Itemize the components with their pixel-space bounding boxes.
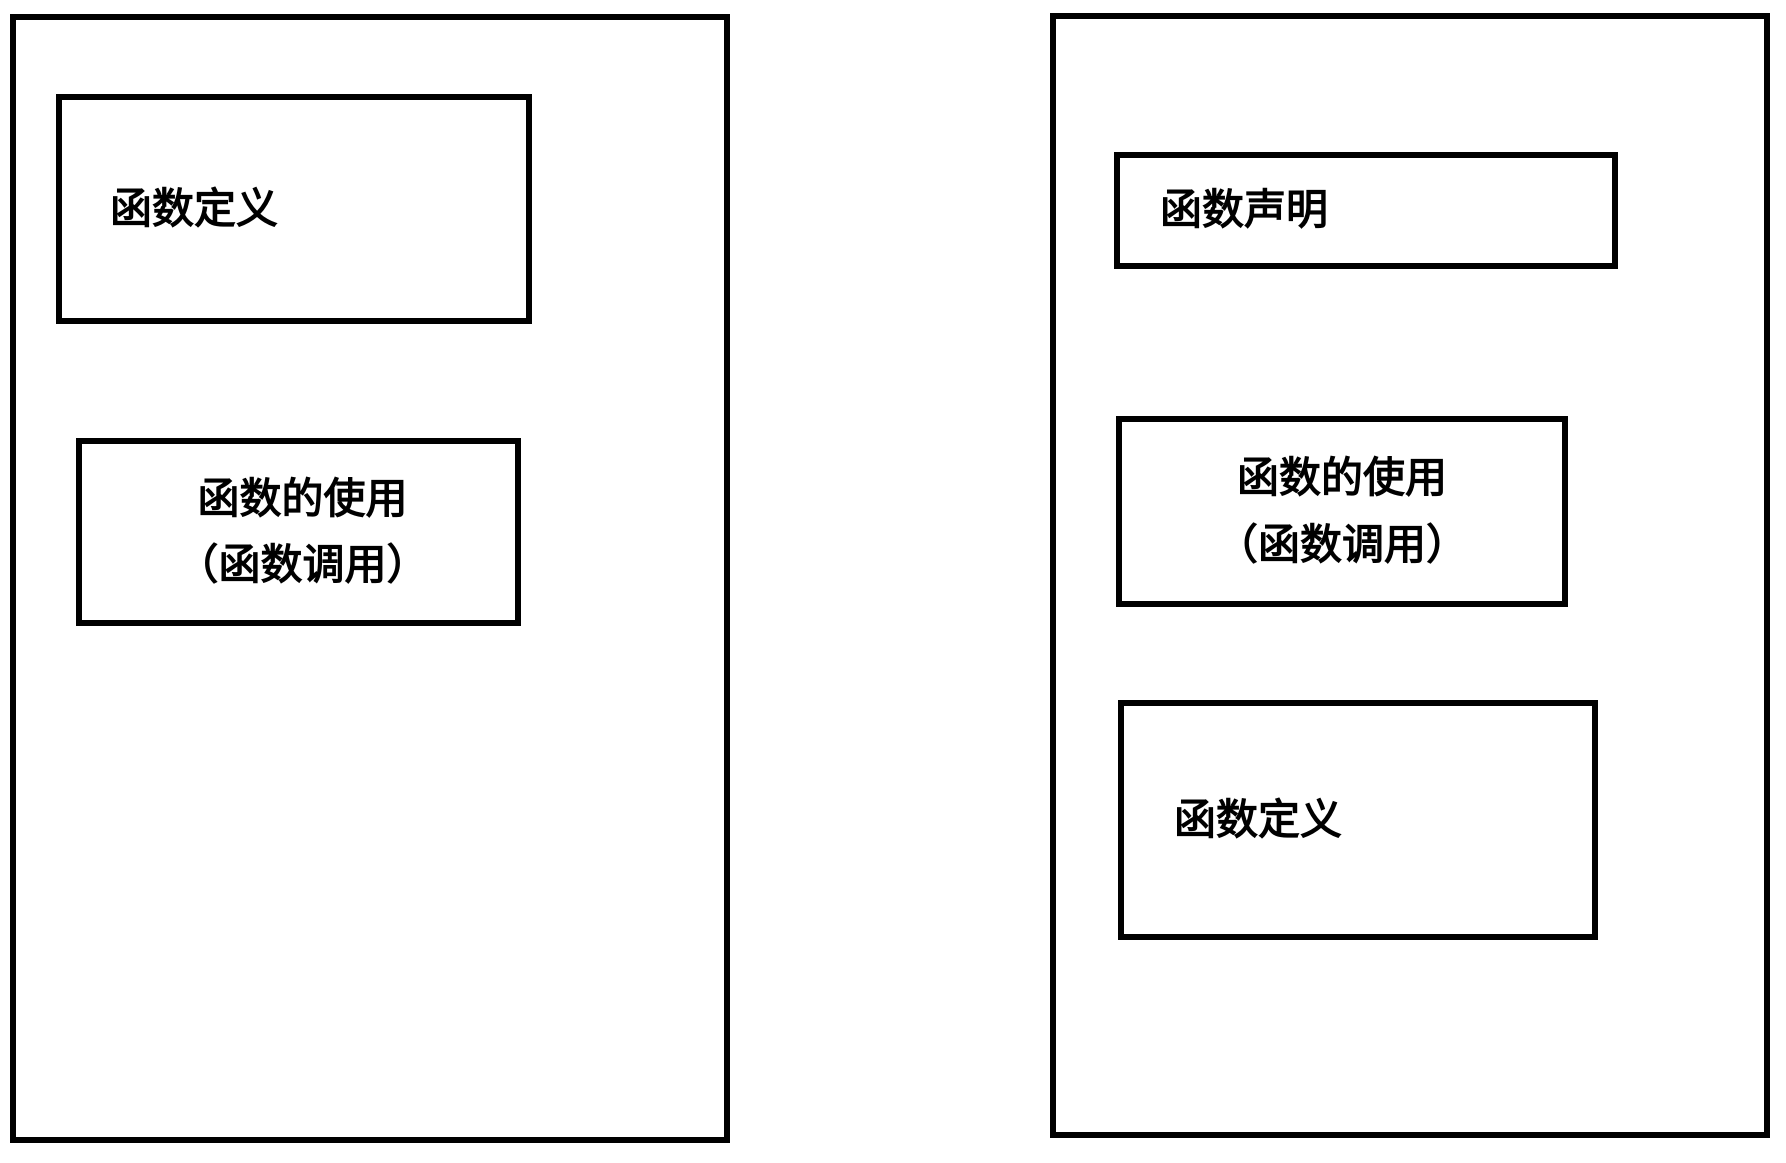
right-panel-function-call-label: （函数调用） (1215, 519, 1468, 569)
left-panel-function-definition-box: 函数定义 (56, 94, 532, 324)
right-panel-function-usage-box: 函数的使用 （函数调用） (1116, 416, 1568, 607)
left-panel-function-usage-label: 函数的使用 (197, 473, 408, 523)
left-panel-function-usage-box: 函数的使用 （函数调用） (76, 438, 521, 626)
left-panel-function-definition-label: 函数定义 (110, 183, 279, 233)
left-panel: 函数定义 函数的使用 （函数调用） (10, 14, 730, 1143)
right-panel-function-definition-box: 函数定义 (1118, 700, 1598, 940)
right-panel-function-definition-label: 函数定义 (1174, 794, 1343, 844)
left-panel-function-call-label: （函数调用） (176, 540, 429, 589)
right-panel-function-declaration-box: 函数声明 (1114, 152, 1618, 269)
right-panel-function-declaration-label: 函数声明 (1160, 185, 1329, 235)
right-panel-function-usage-label: 函数的使用 (1236, 453, 1447, 503)
